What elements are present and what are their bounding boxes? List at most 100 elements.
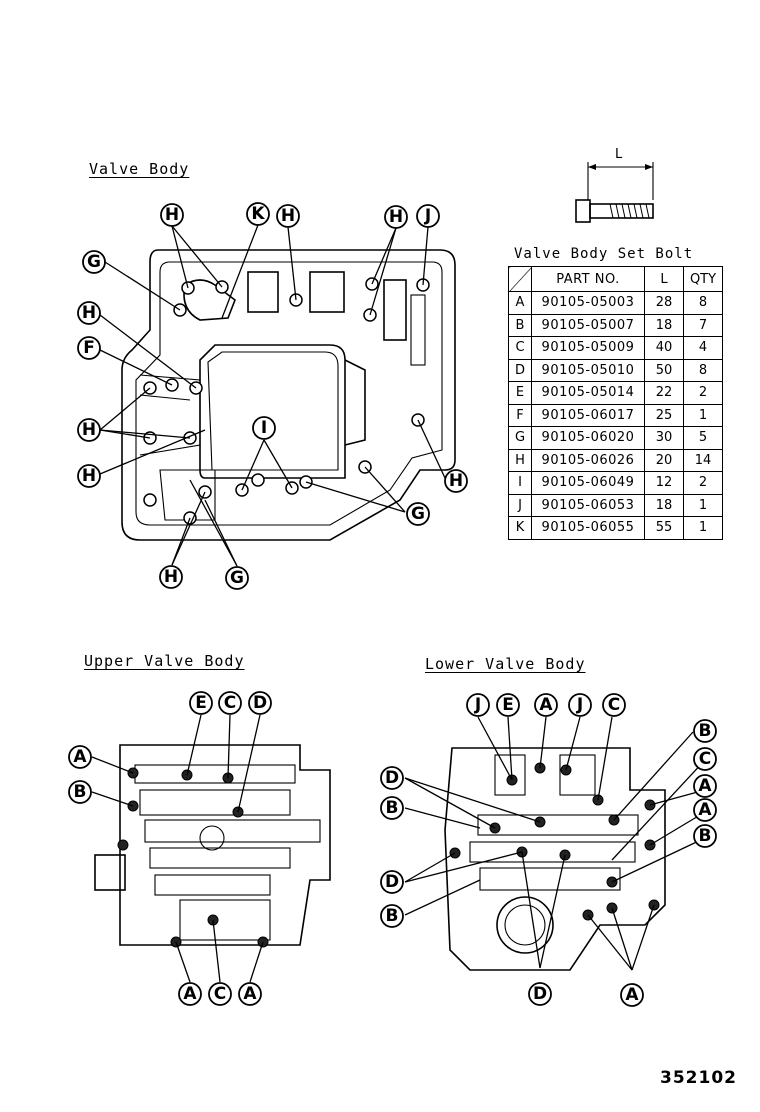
callout-lvb-b3: B [693,824,717,848]
svg-text:H: H [82,420,96,440]
callout-vb-h3: H [384,205,408,229]
svg-text:H: H [82,303,96,323]
row-part-no: 90105-06020 [531,426,645,450]
row-qty: 7 [683,313,723,337]
row-key: C [508,336,532,360]
row-qty: 5 [683,426,723,450]
svg-text:A: A [183,984,197,1004]
svg-text:H: H [449,471,463,491]
row-length: 50 [644,358,684,382]
row-qty: 8 [683,291,723,315]
header-qty: QTY [683,266,723,292]
callout-uvb-c1: C [218,691,242,715]
callout-vb-g3: G [225,566,249,590]
callout-vb-h6: H [77,464,101,488]
row-part-no: 90105-06017 [531,403,645,427]
row-length: 20 [644,448,684,472]
bolt-sketch [575,162,654,223]
svg-text:J: J [424,206,431,226]
callout-vb-h7: H [444,469,468,493]
callout-uvb-a1: A [68,745,92,769]
callout-vb-h2: H [276,204,300,228]
row-part-no: 90105-05007 [531,313,645,337]
valve-body-title: Valve Body [89,160,190,178]
callout-lvb-b1: B [693,719,717,743]
row-key: D [508,358,532,382]
row-length: 18 [644,313,684,337]
row-key: J [508,493,532,517]
bolt-table-title: Valve Body Set Bolt [514,246,694,262]
svg-text:D: D [533,984,547,1004]
svg-text:D: D [253,693,267,713]
row-length: 22 [644,381,684,405]
lower-valve-body-title: Lower Valve Body [425,655,586,673]
row-qty: 4 [683,336,723,360]
svg-text:C: C [224,693,236,713]
row-qty: 1 [683,493,723,517]
svg-text:K: K [251,204,265,224]
row-part-no: 90105-06053 [531,493,645,517]
callout-lvb-d3: D [528,982,552,1006]
svg-text:G: G [230,568,244,588]
svg-text:B: B [74,782,87,802]
svg-text:H: H [82,466,96,486]
svg-text:G: G [411,504,425,524]
svg-text:H: H [164,567,178,587]
row-key: G [508,426,532,450]
row-key: F [508,403,532,427]
callout-lvb-a1: A [534,693,558,717]
svg-text:C: C [699,749,711,769]
callout-vb-h8: H [159,565,183,589]
svg-text:B: B [386,798,399,818]
svg-text:H: H [281,206,295,226]
callout-uvb-d: D [248,691,272,715]
svg-text:C: C [214,984,226,1004]
callout-vb-g2: G [406,502,430,526]
svg-text:E: E [195,693,207,713]
row-part-no: 90105-06026 [531,448,645,472]
svg-text:A: A [73,747,87,767]
svg-text:I: I [261,418,267,438]
svg-text:J: J [474,695,481,715]
row-key: E [508,381,532,405]
svg-text:F: F [83,338,95,358]
callout-uvb-e: E [189,691,213,715]
callout-vb-i: I [252,416,276,440]
callout-lvb-b2: B [380,796,404,820]
header-length: L [644,266,684,292]
row-length: 55 [644,516,684,540]
callout-vb-j: J [416,204,440,228]
row-part-no: 90105-06049 [531,471,645,495]
row-part-no: 90105-05009 [531,336,645,360]
callout-vb-k: K [246,202,270,226]
row-part-no: 90105-05003 [531,291,645,315]
svg-text:C: C [608,695,620,715]
valve-body-drawing [121,249,456,541]
callout-lvb-e: E [496,693,520,717]
row-qty: 2 [683,381,723,405]
callout-lvb-b4: B [380,904,404,928]
callout-vb-g1: G [82,250,106,274]
leader-lines [91,224,706,983]
row-key: I [508,471,532,495]
upper-valve-body-drawing [94,744,331,948]
svg-text:A: A [243,984,257,1004]
svg-text:D: D [385,872,399,892]
row-length: 25 [644,403,684,427]
callout-lvb-a2: A [693,774,717,798]
figure-number: 352102 [660,1068,737,1088]
callout-uvb-a3: A [238,982,262,1006]
row-length: 30 [644,426,684,450]
callout-lvb-a4: A [620,983,644,1007]
row-key: K [508,516,532,540]
callout-lvb-j2: J [568,693,592,717]
